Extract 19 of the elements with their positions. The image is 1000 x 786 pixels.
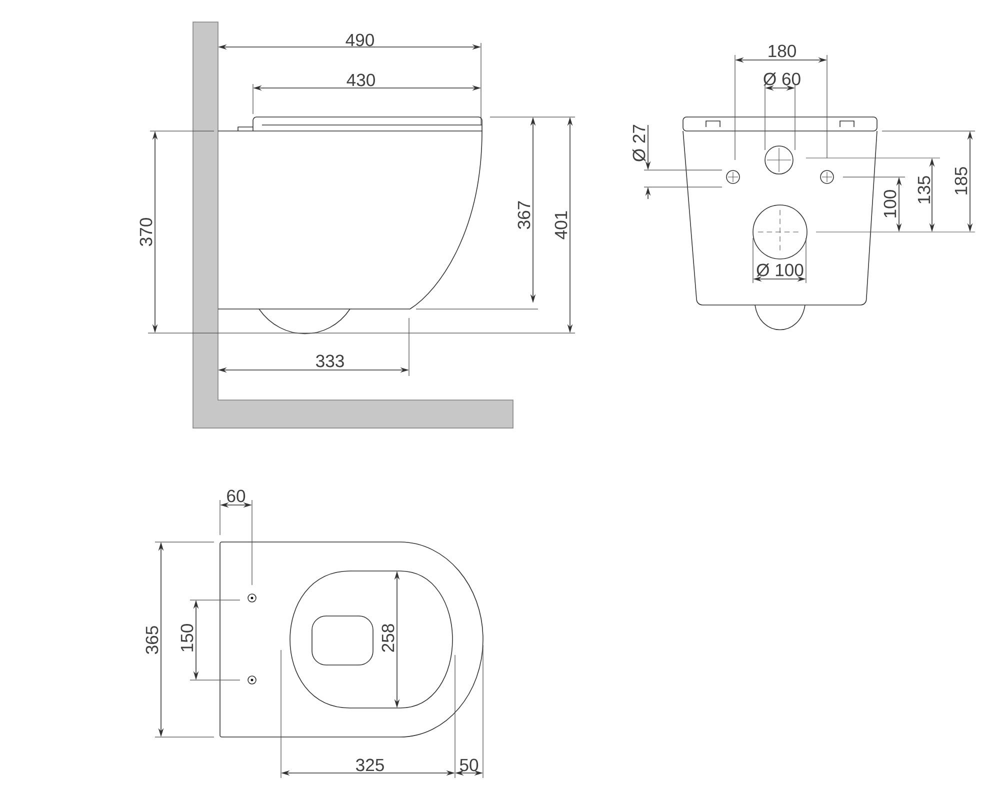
dimension-label: Ø 100 bbox=[756, 263, 804, 277]
dimension-label: 365 bbox=[146, 626, 158, 654]
dimension-label: 401 bbox=[554, 211, 568, 240]
dimension-label: 50 bbox=[460, 758, 478, 772]
dimension-label: 100 bbox=[884, 190, 896, 218]
dimension-label: 367 bbox=[518, 201, 530, 229]
dimension-label: Ø 27 bbox=[632, 124, 646, 162]
dimension-label: 430 bbox=[346, 74, 375, 86]
dimension-label: 370 bbox=[140, 218, 152, 246]
dimension-label: 258 bbox=[382, 624, 394, 652]
dimension-label: 135 bbox=[918, 176, 930, 204]
dimension-label: Ø 60 bbox=[764, 72, 800, 86]
dimension-label: 60 bbox=[227, 490, 246, 502]
dimension-label: 333 bbox=[316, 354, 344, 368]
dimension-label: 490 bbox=[346, 34, 374, 46]
dimension-label: 150 bbox=[180, 624, 194, 652]
dimension-label: 325 bbox=[356, 758, 384, 772]
dimension-label: 180 bbox=[768, 44, 796, 58]
dimension-label: 185 bbox=[954, 167, 968, 194]
